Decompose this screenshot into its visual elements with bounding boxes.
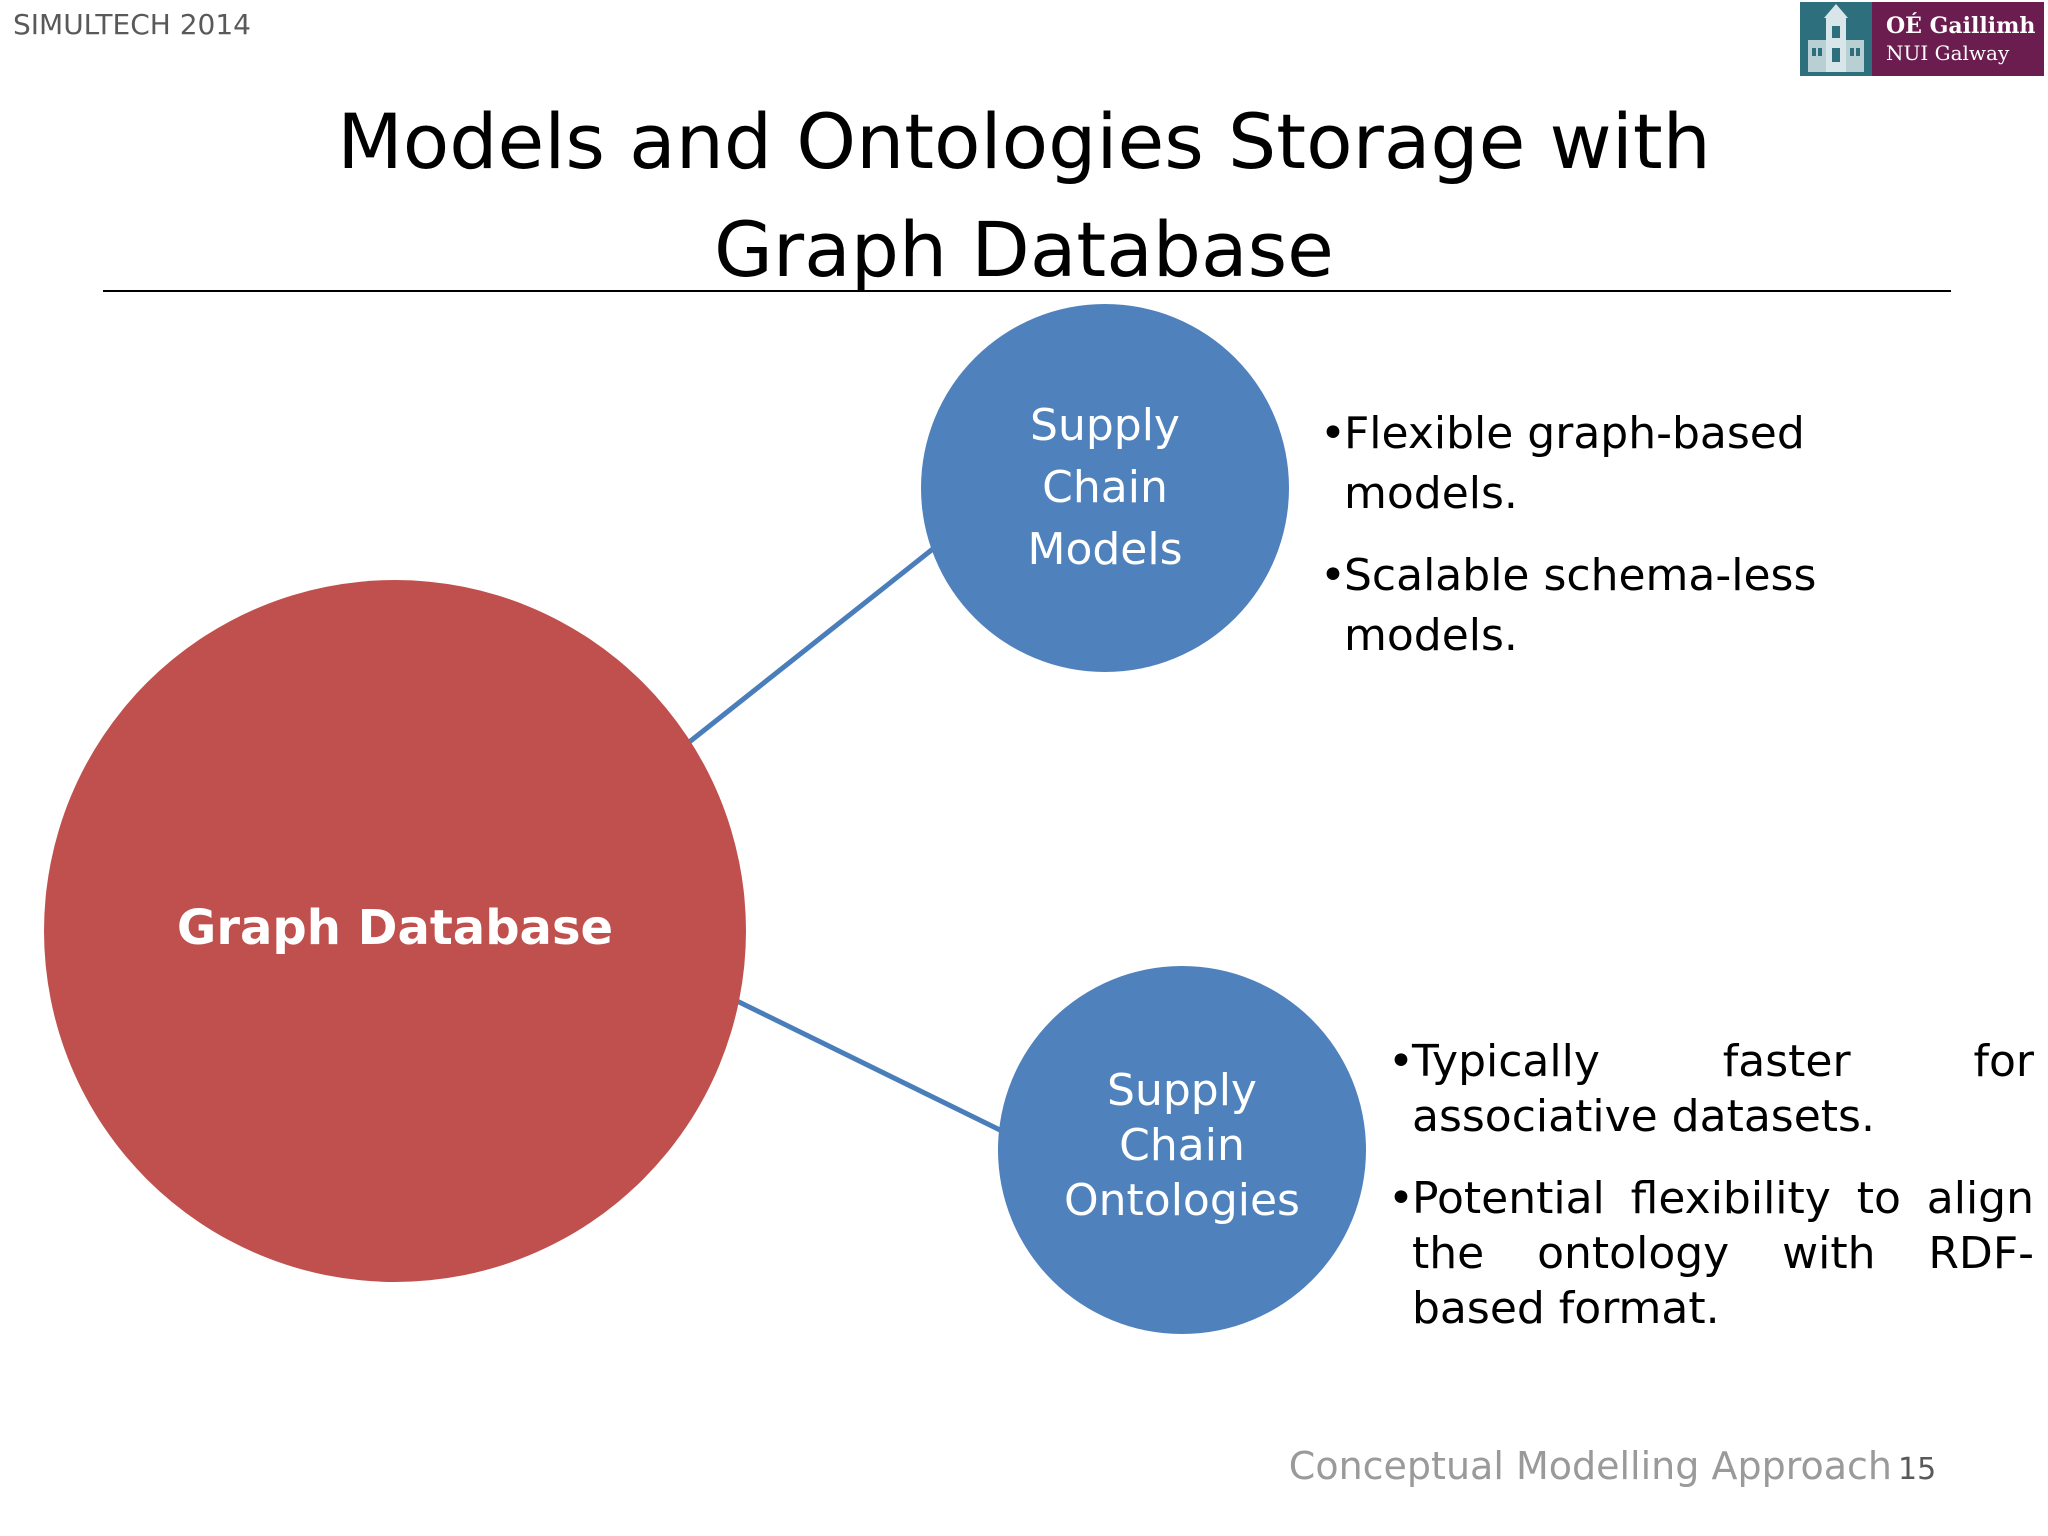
university-crest-icon [1800, 2, 1872, 76]
ontologies-label-line: Supply [1107, 1065, 1257, 1116]
supply-chain-ontologies-node [998, 966, 1366, 1334]
graph-database-node [44, 580, 746, 1282]
supply-chain-models-label: Supply Chain Models [922, 395, 1288, 581]
slide-title-line-1: Models and Ontologies Storage with [337, 97, 1711, 186]
ontologies-bullet-list: • Typically faster for associative datas… [1388, 1034, 2034, 1363]
bullet-icon: • [1388, 1173, 1414, 1224]
connector-to-ontologies [735, 998, 1002, 1133]
connector-to-models [686, 546, 936, 745]
bullet-icon: • [1388, 1036, 1414, 1087]
logo-english-name: NUI Galway [1886, 41, 2010, 65]
slide-title: Models and Ontologies Storage with Graph… [100, 88, 1948, 304]
slide-title-line-2: Graph Database [714, 205, 1334, 294]
bullet-text: Typically faster for associative dataset… [1412, 1036, 2034, 1142]
conference-label: SIMULTECH 2014 [13, 8, 251, 41]
list-item: • Typically faster for associative datas… [1388, 1034, 2034, 1144]
bullet-icon: • [1320, 408, 1346, 459]
models-label-line: Chain [1042, 462, 1168, 513]
supply-chain-ontologies-label: Supply Chain Ontologies [998, 1063, 1366, 1228]
supply-chain-models-node [921, 304, 1289, 672]
logo-irish-name: OÉ Gaillimh [1886, 13, 2036, 39]
university-logo: OÉ Gaillimh NUI Galway [1800, 2, 2044, 76]
bullet-text: Scalable schema-less models. [1344, 550, 1817, 661]
graph-database-label: Graph Database [176, 900, 614, 956]
footer-section-title: Conceptual Modelling Approach [1288, 1444, 1892, 1488]
bullet-text: Flexible graph-based models. [1344, 408, 1805, 519]
models-label-line: Supply [1030, 400, 1180, 451]
ontologies-label-line: Chain [1119, 1120, 1245, 1171]
models-label-line: Models [1027, 524, 1183, 575]
logo-text-panel: OÉ Gaillimh NUI Galway [1872, 2, 2044, 76]
bullet-text: Potential flexibility to align the ontol… [1412, 1173, 2034, 1334]
models-bullet-list: • Flexible graph-based models. • Scalabl… [1320, 404, 1980, 688]
list-item: • Flexible graph-based models. [1320, 404, 1980, 524]
page-number: 15 [1898, 1452, 1937, 1487]
bullet-icon: • [1320, 550, 1346, 601]
list-item: • Potential flexibility to align the ont… [1388, 1171, 2034, 1336]
ontologies-label-line: Ontologies [1064, 1175, 1300, 1226]
list-item: • Scalable schema-less models. [1320, 546, 1980, 666]
title-divider [103, 290, 1951, 292]
